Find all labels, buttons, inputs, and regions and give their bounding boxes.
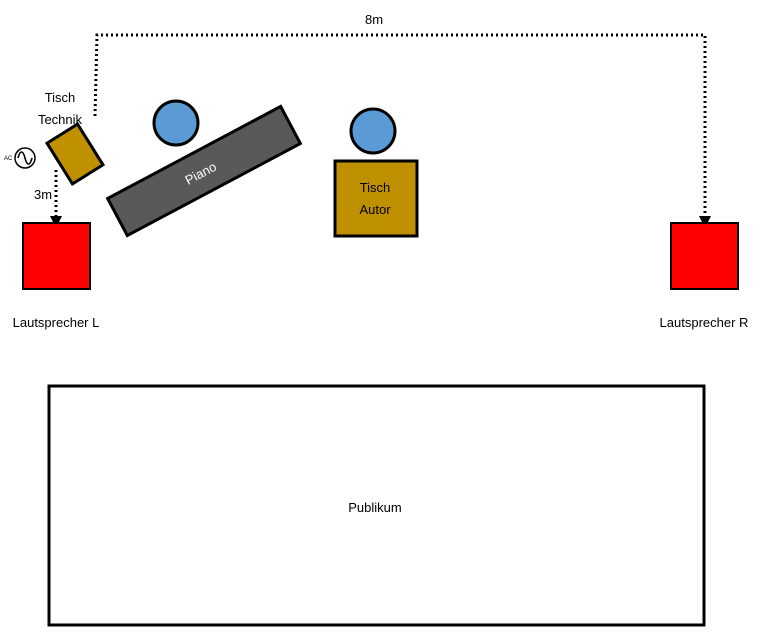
table-technik <box>44 122 106 186</box>
audience-label: Publikum <box>348 500 401 515</box>
distance-8m-label: 8m <box>365 12 383 27</box>
speaker-left-label: Lautsprecher L <box>13 315 100 330</box>
speaker-right <box>670 222 739 290</box>
audience-area <box>47 384 706 627</box>
speaker-right-label: Lautsprecher R <box>660 315 749 330</box>
table-autor-label-line1: Tisch <box>360 180 391 195</box>
speaker-left <box>22 222 91 290</box>
person-pianist <box>152 99 200 147</box>
table-technik-label-line1: Tisch <box>45 90 76 105</box>
table-autor-label-line2: Autor <box>359 202 391 217</box>
ac-power-icon: AC <box>4 147 36 169</box>
distance-3m-label: 3m <box>34 187 52 202</box>
person-author <box>349 107 397 155</box>
piano <box>105 104 303 238</box>
table-technik-label-line2: Technik <box>38 112 83 127</box>
cable-8m-line <box>93 33 711 228</box>
ac-label: AC <box>4 156 13 162</box>
table-autor <box>333 159 419 238</box>
